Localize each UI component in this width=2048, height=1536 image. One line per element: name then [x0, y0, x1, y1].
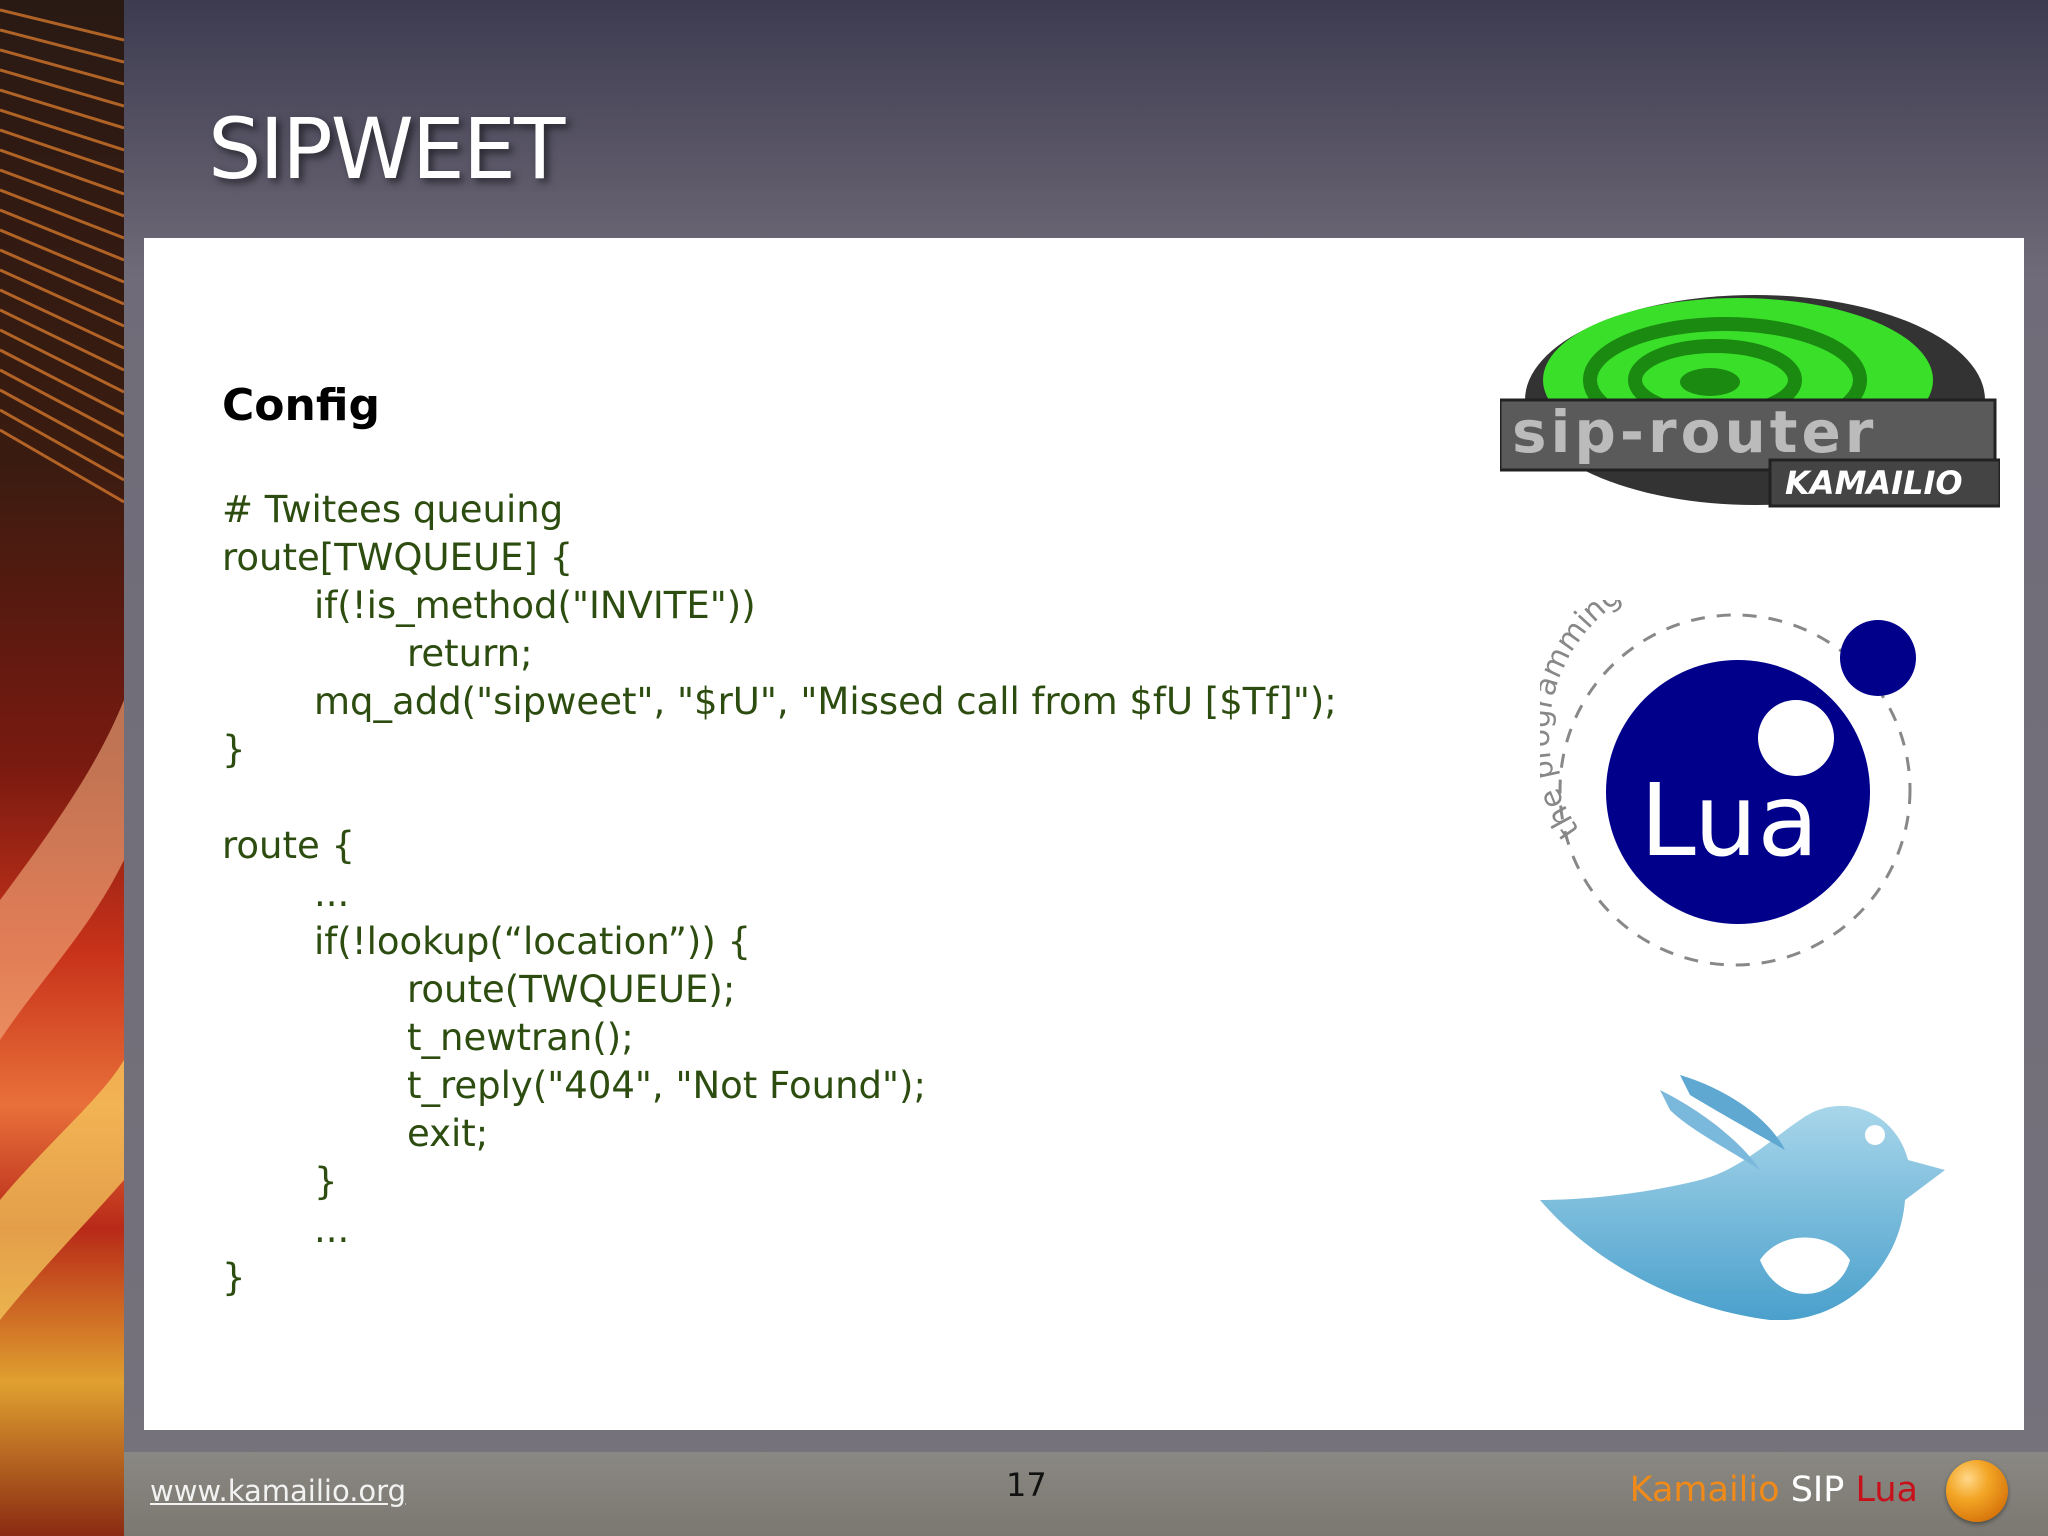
lua-logo-icon: the programming language Lua	[1522, 547, 1916, 967]
code-block: # Twitees queuing route[TWQUEUE] { if(!i…	[222, 486, 1337, 1302]
code-line: if(!is_method("INVITE"))	[314, 584, 756, 627]
left-decorative-strip	[0, 0, 124, 1536]
brand-sip: SIP	[1790, 1470, 1845, 1510]
section-heading: Config	[222, 380, 380, 431]
sip-router-kamailio-logo: sip-router KAMAILIO	[1498, 280, 2002, 540]
code-line: exit;	[407, 1112, 489, 1155]
lua-logo: the programming language Lua	[1522, 547, 1920, 980]
sip-router-logo-icon: sip-router KAMAILIO	[1498, 295, 2002, 508]
code-line: mq_add("sipweet", "$rU", "Missed call fr…	[314, 680, 1337, 723]
lua-label: Lua	[1640, 762, 1819, 879]
code-line: }	[222, 1256, 246, 1299]
code-line: if(!lookup(“location”)) {	[314, 920, 752, 963]
code-line: route[TWQUEUE] {	[222, 536, 574, 579]
slide-title: SIPWEET	[208, 100, 565, 198]
stripe-pattern	[0, 8, 124, 1320]
code-line: ...	[314, 872, 350, 915]
brand-kamailio: Kamailio	[1629, 1470, 1780, 1510]
code-line: t_newtran();	[407, 1016, 634, 1059]
sip-router-text: sip-router	[1512, 398, 1877, 466]
orange-orb-icon	[1946, 1460, 2008, 1522]
twitter-bird-icon	[1540, 1075, 1945, 1321]
footer-brand: Kamailio SIP Lua	[1630, 1470, 1918, 1510]
code-line: route(TWQUEUE);	[407, 968, 736, 1011]
footer-bar	[124, 1452, 2048, 1536]
footer-url-link[interactable]: www.kamailio.org	[150, 1474, 406, 1508]
code-line: ...	[314, 1208, 350, 1251]
code-line: }	[222, 728, 246, 771]
code-line: # Twitees queuing	[222, 488, 564, 531]
code-line: return;	[407, 632, 533, 675]
code-line: }	[314, 1160, 338, 1203]
code-line: t_reply("404", "Not Found");	[407, 1064, 926, 1107]
twitter-bird-logo	[1540, 1070, 1960, 1321]
kamailio-logo-text: KAMAILIO	[1785, 464, 1963, 502]
brand-lua: Lua	[1855, 1470, 1918, 1510]
code-line	[222, 774, 1337, 822]
page-number: 17	[1006, 1466, 1047, 1504]
code-line: route {	[222, 824, 356, 867]
